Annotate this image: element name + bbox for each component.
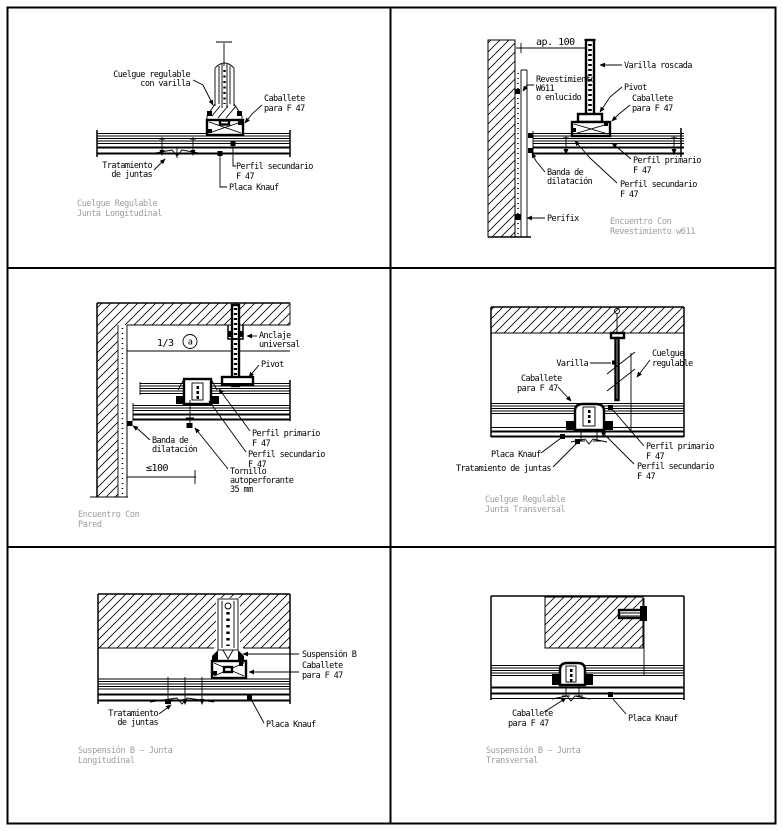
detail-leaders — [545, 697, 627, 715]
label-tratamiento-juntas: Tratamiento de juntas — [456, 464, 551, 474]
detail-title-line1: Encuentro Con — [610, 217, 672, 227]
label-perfil-primario-line2: F 47 — [633, 166, 652, 176]
slab-hatch — [98, 594, 290, 648]
label-perfil-primario-line1: Perfil primario — [252, 429, 320, 439]
label-tornillo-line2: autoperforante — [230, 476, 294, 486]
label-suspension-b: Suspensión B — [302, 649, 357, 660]
detail-suspension-b-junta-longitudinal: Suspensión B Caballete para F 47 Tratami… — [78, 593, 357, 766]
label-tratamiento-line2: de juntas — [111, 170, 152, 180]
label-pivot: Pivot — [624, 83, 647, 93]
detail-cuelgue-regulable-junta-transversal: Varilla Cuelgue regulable Caballete para… — [456, 306, 715, 515]
detail-geometry — [487, 38, 684, 238]
label-revestimiento-line1: Revestimiento — [536, 75, 595, 85]
label-caballete-line2: para F 47 — [264, 104, 305, 114]
label-caballete-line1: Caballete — [302, 661, 343, 671]
detail-title-line1: Encuentro Con — [78, 510, 140, 520]
label-placa-knauf: Placa Knauf — [229, 183, 279, 193]
label-caballete-line1: Caballete — [632, 94, 673, 104]
detail-cuelgue-regulable-junta-longitudinal: Cuelgue regulable con varilla Caballete … — [77, 41, 314, 219]
grid-divider-horizontal — [8, 267, 775, 548]
label-caballete-line2: para F 47 — [632, 104, 673, 114]
label-caballete-line1: Caballete — [521, 374, 562, 384]
detail-leaders — [540, 359, 651, 468]
label-anclaje-line2: universal — [259, 340, 300, 350]
detail-leaders — [132, 333, 260, 470]
label-perfil-secundario-line1: Perfil secundario — [637, 462, 714, 472]
detail-encuentro-revestimiento-w611: ap. 100 Varilla roscada Pivot Caballete … — [487, 37, 702, 238]
label-perfil-secundario-line1: Perfil secundario — [248, 450, 325, 460]
label-cuelgue-line2: regulable — [652, 359, 693, 369]
label-perfil-primario-line2: F 47 — [252, 439, 271, 449]
dimension-one-third: 1/3 — [157, 338, 174, 349]
detail-title-line2: Pared — [78, 520, 102, 530]
label-caballete-line2: para F 47 — [302, 671, 343, 681]
label-caballete-line2: para F 47 — [508, 719, 549, 729]
label-banda-line1: Banda de — [152, 436, 189, 446]
detail-leaders — [153, 79, 263, 188]
label-revestimiento-line3: o enlucido — [536, 93, 582, 103]
label-tratamiento-line2: de juntas — [117, 718, 158, 728]
detail-title-line2: Transversal — [486, 756, 538, 766]
detail-leaders — [158, 651, 299, 724]
detail-title-line2: Revestimiento w611 — [610, 227, 695, 237]
detail-title-line2: Junta Transversal — [485, 505, 565, 515]
detail-suspension-b-junta-transversal: Caballete para F 47 Placa Knauf Suspensi… — [486, 595, 685, 766]
label-perfil-primario-line2: F 47 — [646, 452, 665, 462]
dimension-one-third-suffix: a — [188, 338, 193, 348]
label-banda-line1: Banda de — [547, 168, 584, 178]
label-anclaje-line1: Anclaje — [259, 331, 291, 341]
dimension-ap-100: ap. 100 — [536, 37, 575, 48]
label-caballete-line1: Caballete — [264, 94, 305, 104]
wall-hatch — [487, 39, 516, 238]
label-varilla-roscada: Varilla roscada — [624, 61, 692, 71]
detail-geometry — [97, 593, 291, 705]
dimension-max-100: ≤100 — [146, 463, 169, 474]
label-perfil-secundario-line1: Perfil secundario — [620, 180, 697, 190]
label-perfil-secundario-line2: F 47 — [637, 472, 656, 482]
label-caballete-line2: para F 47 — [517, 384, 558, 394]
label-banda-line2: dilatación — [547, 176, 593, 187]
wall-hatch — [97, 325, 118, 497]
label-tornillo-line3: 35 mm — [230, 485, 253, 495]
label-caballete-line1: Caballete — [512, 709, 553, 719]
detail-encuentro-con-pared: 1/3 a ≤100 Anclaje universal Pivot Banda… — [78, 302, 326, 530]
label-banda-line2: dilatación — [152, 444, 198, 455]
label-tornillo-line1: Tornillo — [230, 467, 267, 477]
detail-title-line1: Cuelgue Regulable — [77, 199, 157, 209]
label-revestimiento-line2: W611 — [536, 84, 555, 94]
detail-geometry — [96, 41, 291, 158]
label-cuelgue-regulable-line2: con varilla — [140, 79, 190, 89]
label-varilla: Varilla — [556, 359, 588, 369]
detail-leaders — [522, 62, 632, 221]
slab-hatch — [491, 307, 684, 333]
label-cuelgue-line1: Cuelgue — [652, 349, 684, 359]
label-perfil-primario-line1: Perfil primario — [633, 156, 701, 166]
detail-geometry — [490, 595, 685, 702]
detail-title-line2: Longitudinal — [78, 756, 135, 766]
label-perfil-secundario-line2: F 47 — [620, 190, 639, 200]
detail-geometry — [90, 302, 291, 498]
slab-hatch — [544, 596, 644, 649]
label-perfil-primario-line1: Perfil primario — [646, 442, 714, 452]
label-tratamiento-line1: Tratamiento — [102, 161, 152, 171]
sheet-frame — [6, 6, 777, 825]
detail-title-line2: Junta Longitudinal — [77, 209, 162, 219]
label-placa-knauf: Placa Knauf — [628, 714, 678, 724]
label-cuelgue-regulable-line1: Cuelgue regulable — [113, 70, 190, 80]
label-placa-knauf: Placa Knauf — [266, 720, 316, 730]
slab-hatch — [97, 303, 290, 325]
label-pivot: Pivot — [261, 360, 284, 370]
label-tratamiento-line1: Tratamiento — [108, 709, 158, 719]
label-perfil-secundario-line1: Perfil secundario — [236, 162, 313, 172]
detail-geometry — [490, 306, 685, 445]
detail-title-line1: Suspensión B — Junta — [78, 745, 173, 756]
label-perifix: Perifix — [547, 214, 579, 224]
label-perfil-secundario-line2: F 47 — [236, 172, 255, 182]
label-perfil-secundario-line2: F 47 — [248, 460, 267, 470]
label-placa-knauf: Placa Knauf — [491, 450, 541, 460]
detail-title-line1: Cuelgue Regulable — [485, 495, 565, 505]
detail-title-line1: Suspensión B — Junta — [486, 745, 581, 756]
